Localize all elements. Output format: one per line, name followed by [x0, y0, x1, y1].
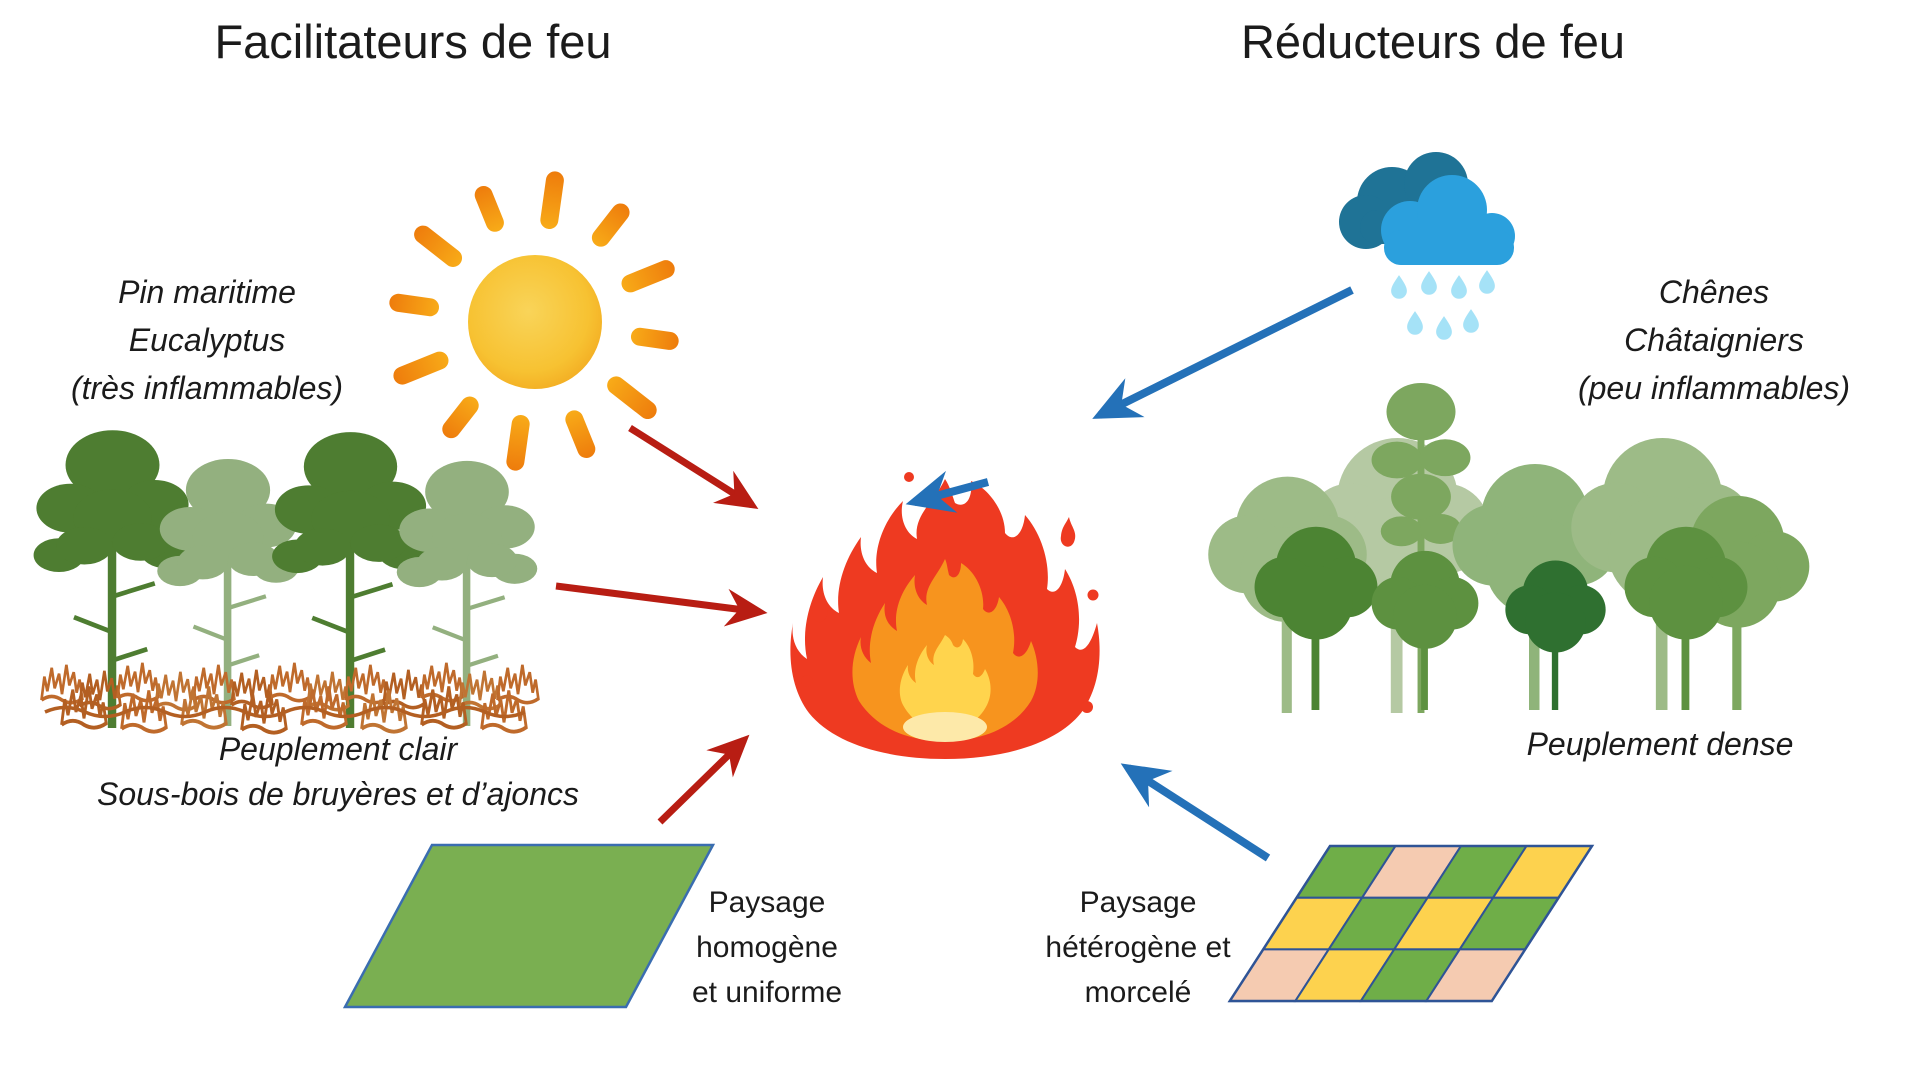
patchwork-outline: [1227, 844, 1595, 1003]
sparse-pine-stand-illustration: [34, 430, 539, 732]
left-species-line-1: Pin maritime: [118, 274, 296, 310]
right-species-label: Chênes Châtaigniers (peu inflammables): [1578, 268, 1850, 412]
underbrush-heather: [41, 663, 538, 733]
left-stand-label: Peuplement clair Sous-bois de bruyères e…: [97, 727, 579, 817]
arrow-sun-to-fire: [628, 425, 759, 510]
left-stand-line-2: Sous-bois de bruyères et d’ajoncs: [96, 776, 580, 812]
right-landscape-label: Paysage hétérogène et morcelé: [1045, 880, 1230, 1015]
cloud-front: [1381, 175, 1515, 265]
left-landscape-line-1: Paysage: [708, 886, 826, 919]
left-landscape-line-3: et uniforme: [691, 976, 843, 1009]
sun-icon: [389, 171, 679, 471]
right-species-line-3: (peu inflammables): [1577, 370, 1851, 406]
left-species-line-3: (très inflammables): [70, 370, 344, 406]
right-species-line-2: Châtaigniers: [1624, 322, 1804, 358]
right-landscape-line-1: Paysage: [1079, 886, 1197, 919]
arrow-rain-to-fire: [1092, 286, 1354, 419]
diagram-title-right: Réducteurs de feu: [1240, 15, 1626, 68]
underbrush-ground-line: [44, 705, 526, 719]
right-landscape-line-2: hétérogène et: [1045, 931, 1231, 964]
rain-cloud-icon: [1339, 152, 1515, 340]
arrow-homogeneous-field-to-fire: [657, 734, 750, 825]
fire-icon: [790, 472, 1100, 759]
fire-inner-flames: [899, 635, 991, 729]
fire-core-glow: [903, 712, 987, 742]
right-species-line-1: Chênes: [1658, 274, 1770, 310]
dense-forest-illustration: [1208, 382, 1810, 713]
left-species-label: Pin maritime Eucalyptus (très inflammabl…: [71, 268, 343, 412]
arrow-pines-to-fire: [555, 582, 768, 627]
diagram-title-left: Facilitateurs de feu: [214, 15, 612, 68]
left-stand-line-1: Peuplement clair: [218, 731, 458, 767]
arrow-dense-forest-to-fire: [905, 470, 990, 513]
left-species-line-2: Eucalyptus: [128, 322, 286, 358]
left-landscape-line-2: homogène: [696, 931, 838, 964]
arrow-patchwork-field-to-fire: [1120, 763, 1271, 862]
left-landscape-label: Paysage homogène et uniforme: [692, 880, 842, 1015]
homogeneous-field-shape: [342, 843, 716, 1009]
right-stand-label: Peuplement dense: [1526, 726, 1794, 762]
rain-drops: [1391, 270, 1495, 340]
right-landscape-line-3: morcelé: [1084, 976, 1192, 1009]
patchwork-field-shape: [1227, 844, 1595, 1003]
